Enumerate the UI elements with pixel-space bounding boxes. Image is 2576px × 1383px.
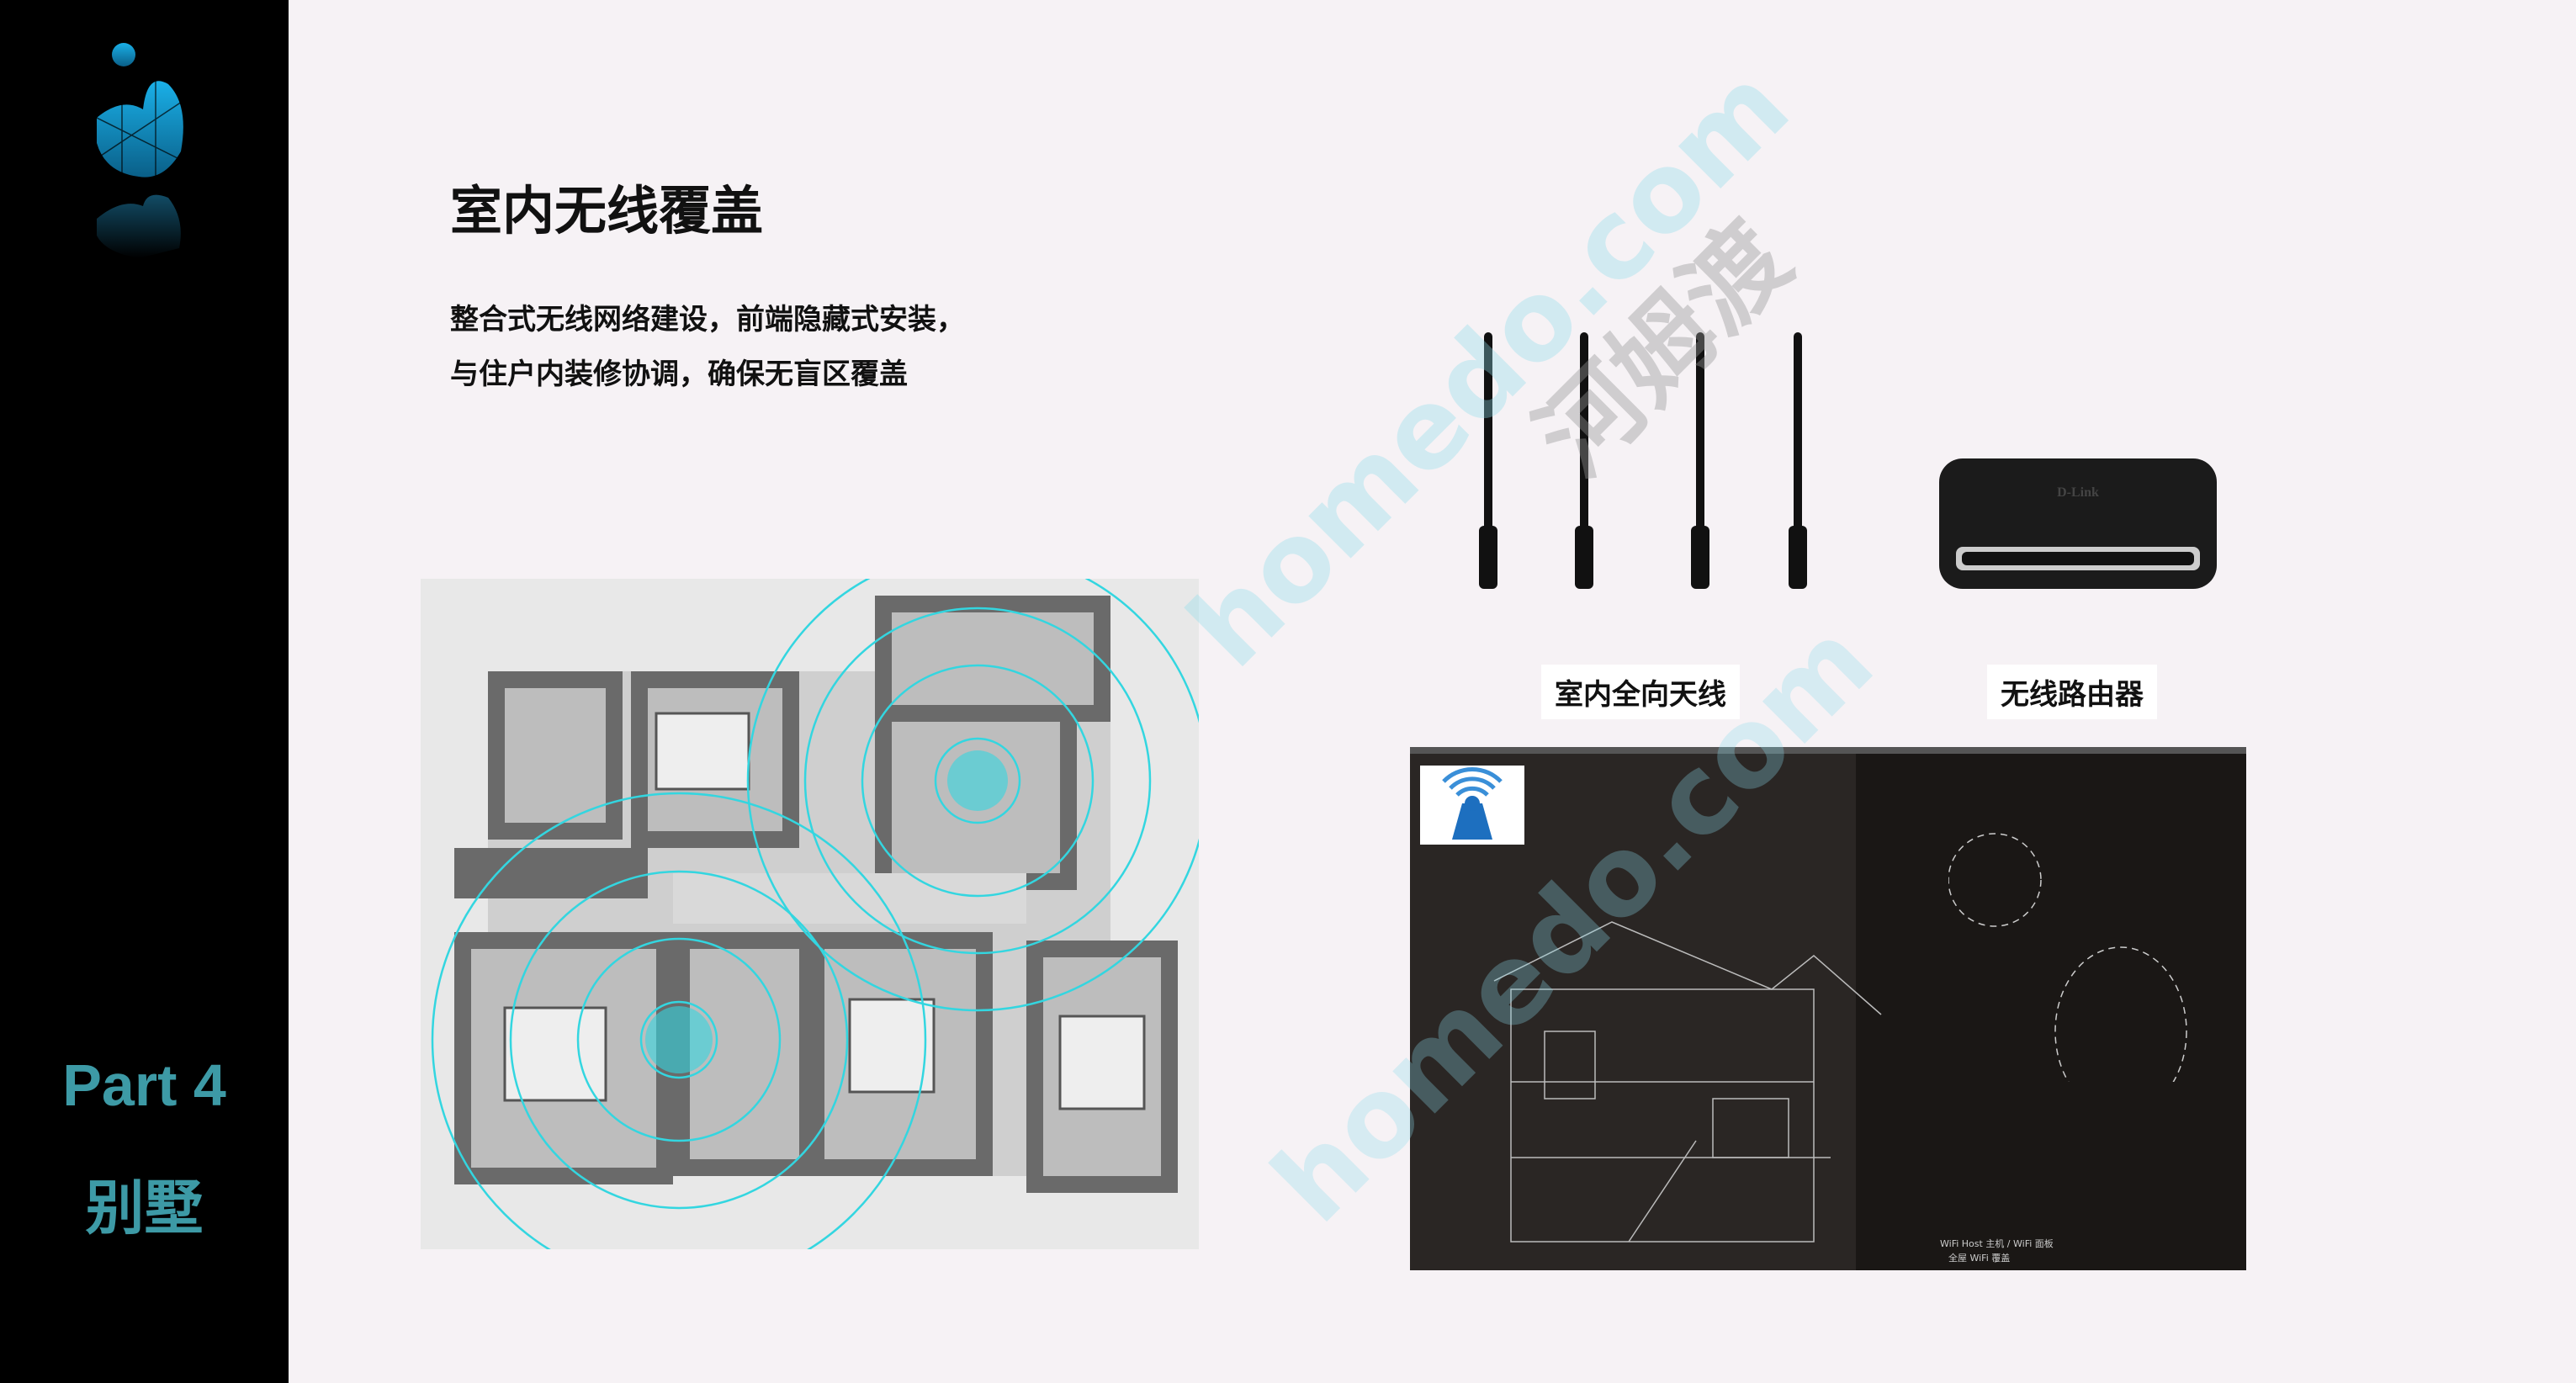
host-note: WiFi Host 主机 / WiFi 面板 [1940, 1238, 2054, 1249]
house-wifi-diagram: WiFi Host 主机 / WiFi 面板 全屋 WiFi 覆盖 [1410, 747, 2246, 1270]
house-wireframe [1493, 921, 1882, 1243]
part-number: Part 4 [62, 1052, 226, 1118]
antenna-icon [1479, 332, 1497, 589]
antenna-label: 室内全向天线 [1541, 665, 1740, 719]
logo-icon [88, 43, 190, 258]
router-label: 无线路由器 [1987, 665, 2157, 719]
antenna-image [1479, 332, 1807, 589]
sidebar: Part 4 别墅 [0, 0, 289, 1383]
router-icon: D-Link [1939, 458, 2217, 589]
description-line-2: 与住户内装修协调，确保无盲区覆盖 [450, 358, 908, 391]
part-name: 别墅 [85, 1174, 204, 1243]
antenna-icon [1789, 332, 1807, 589]
wifi-signal-icon [1420, 766, 1524, 845]
coverage-note: 全屋 WiFi 覆盖 [1948, 1253, 2011, 1264]
svg-text:D-Link: D-Link [2057, 485, 2099, 500]
page-title: 室内无线覆盖 [450, 180, 764, 241]
floor-plan-image [421, 579, 1199, 1249]
antenna-icon [1691, 332, 1709, 589]
antenna-icon [1575, 332, 1593, 589]
description-line-1: 整合式无线网络建设，前端隐藏式安装， [450, 303, 965, 336]
